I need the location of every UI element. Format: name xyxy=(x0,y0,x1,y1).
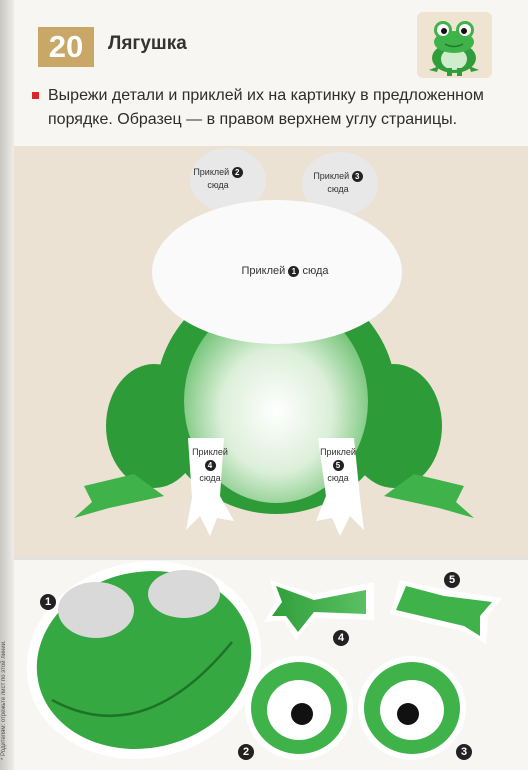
instruction-bullet xyxy=(32,92,39,99)
instruction-text: Вырежи детали и приклей их на картинку в… xyxy=(48,87,484,128)
cutout-parts xyxy=(26,561,502,760)
cutout-number-1: 1 xyxy=(40,594,56,610)
placeholder-label-3: Приклей 3 сюда xyxy=(309,170,367,196)
cutout-front-leg-4 xyxy=(264,580,374,640)
placeholder-label-4: Приклей 4 сюда xyxy=(192,447,228,483)
frog-template-drawing xyxy=(74,148,474,536)
cutout-head-piece xyxy=(26,561,262,759)
cutout-number-3: 3 xyxy=(456,744,472,760)
back-foot-right xyxy=(384,474,474,518)
placeholder-label-1: Приклей 1 сюда xyxy=(241,265,329,277)
lesson-number-badge: 20 xyxy=(38,27,94,67)
cutout-front-leg-5 xyxy=(390,580,502,644)
cutout-number-4: 4 xyxy=(333,630,349,646)
cut-line xyxy=(14,556,528,560)
sample-frog-icon xyxy=(429,21,479,76)
head-placeholder xyxy=(152,200,402,344)
page-title: Лягушка xyxy=(108,33,187,54)
front-leg-placeholder-right xyxy=(316,438,364,536)
front-leg-placeholder-left xyxy=(186,438,234,536)
page-binding-shadow xyxy=(0,0,14,770)
back-foot-left xyxy=(74,474,164,518)
placeholder-label-5: Приклей 5 сюда xyxy=(320,447,356,483)
placeholder-label-2: Приклей 2 сюда xyxy=(193,166,243,192)
eye-placeholder-left xyxy=(190,148,266,212)
cutout-number-5: 5 xyxy=(444,572,460,588)
cutout-eye-3 xyxy=(358,656,466,760)
parents-cut-note: * Родителям: отрежьте лист по этой линии… xyxy=(1,640,7,760)
cutout-eye-2 xyxy=(245,656,353,760)
sample-frog-image xyxy=(417,12,492,78)
cutout-number-2: 2 xyxy=(238,744,254,760)
eye-placeholder-right xyxy=(302,152,378,216)
